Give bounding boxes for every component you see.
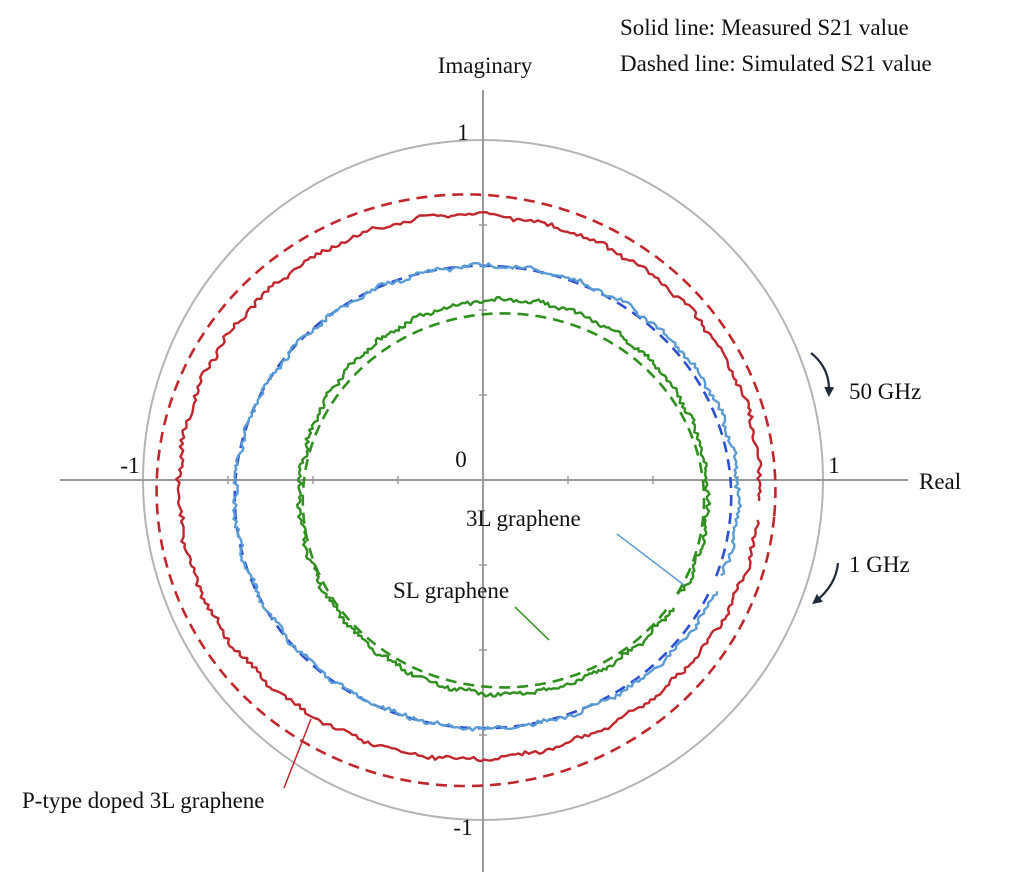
freq-label-50ghz: 50 GHz (849, 379, 921, 404)
tick-label-x-pos: 1 (828, 453, 840, 478)
x-axis-label: Real (919, 469, 961, 494)
arrow-50ghz-icon (810, 352, 835, 397)
series-label-sl: SL graphene (393, 578, 509, 603)
series-3l-simulated (233, 264, 733, 730)
tick-label-y-pos: 1 (457, 120, 469, 145)
tick-label-x-neg: -1 (120, 453, 139, 478)
y-axis-label: Imaginary (438, 53, 533, 78)
tick-label-origin: 0 (455, 447, 467, 472)
leader-line-p-type (283, 718, 312, 789)
grid-layer (60, 90, 908, 872)
series-p-type-simulated (155, 193, 777, 788)
leader-line-sl (514, 606, 550, 641)
series-sl-simulated (301, 312, 706, 689)
arrow-1ghz-icon (812, 562, 840, 605)
freq-label-1ghz: 1 GHz (849, 552, 910, 577)
axis-ticks (227, 224, 739, 736)
tick-label-y-neg: -1 (453, 815, 472, 840)
note-dashed-line: Dashed line: Simulated S21 value (620, 51, 932, 76)
series-label-3l: 3L graphene (466, 506, 581, 531)
series-label-p-type: P-type doped 3L graphene (22, 788, 265, 813)
series-layer (155, 193, 777, 788)
leader-line-3l (616, 533, 685, 586)
note-solid-line: Solid line: Measured S21 value (620, 15, 909, 40)
series-sl-measured (296, 295, 712, 698)
series-3l-measured (232, 261, 743, 732)
series-p-type-measured (175, 211, 763, 763)
